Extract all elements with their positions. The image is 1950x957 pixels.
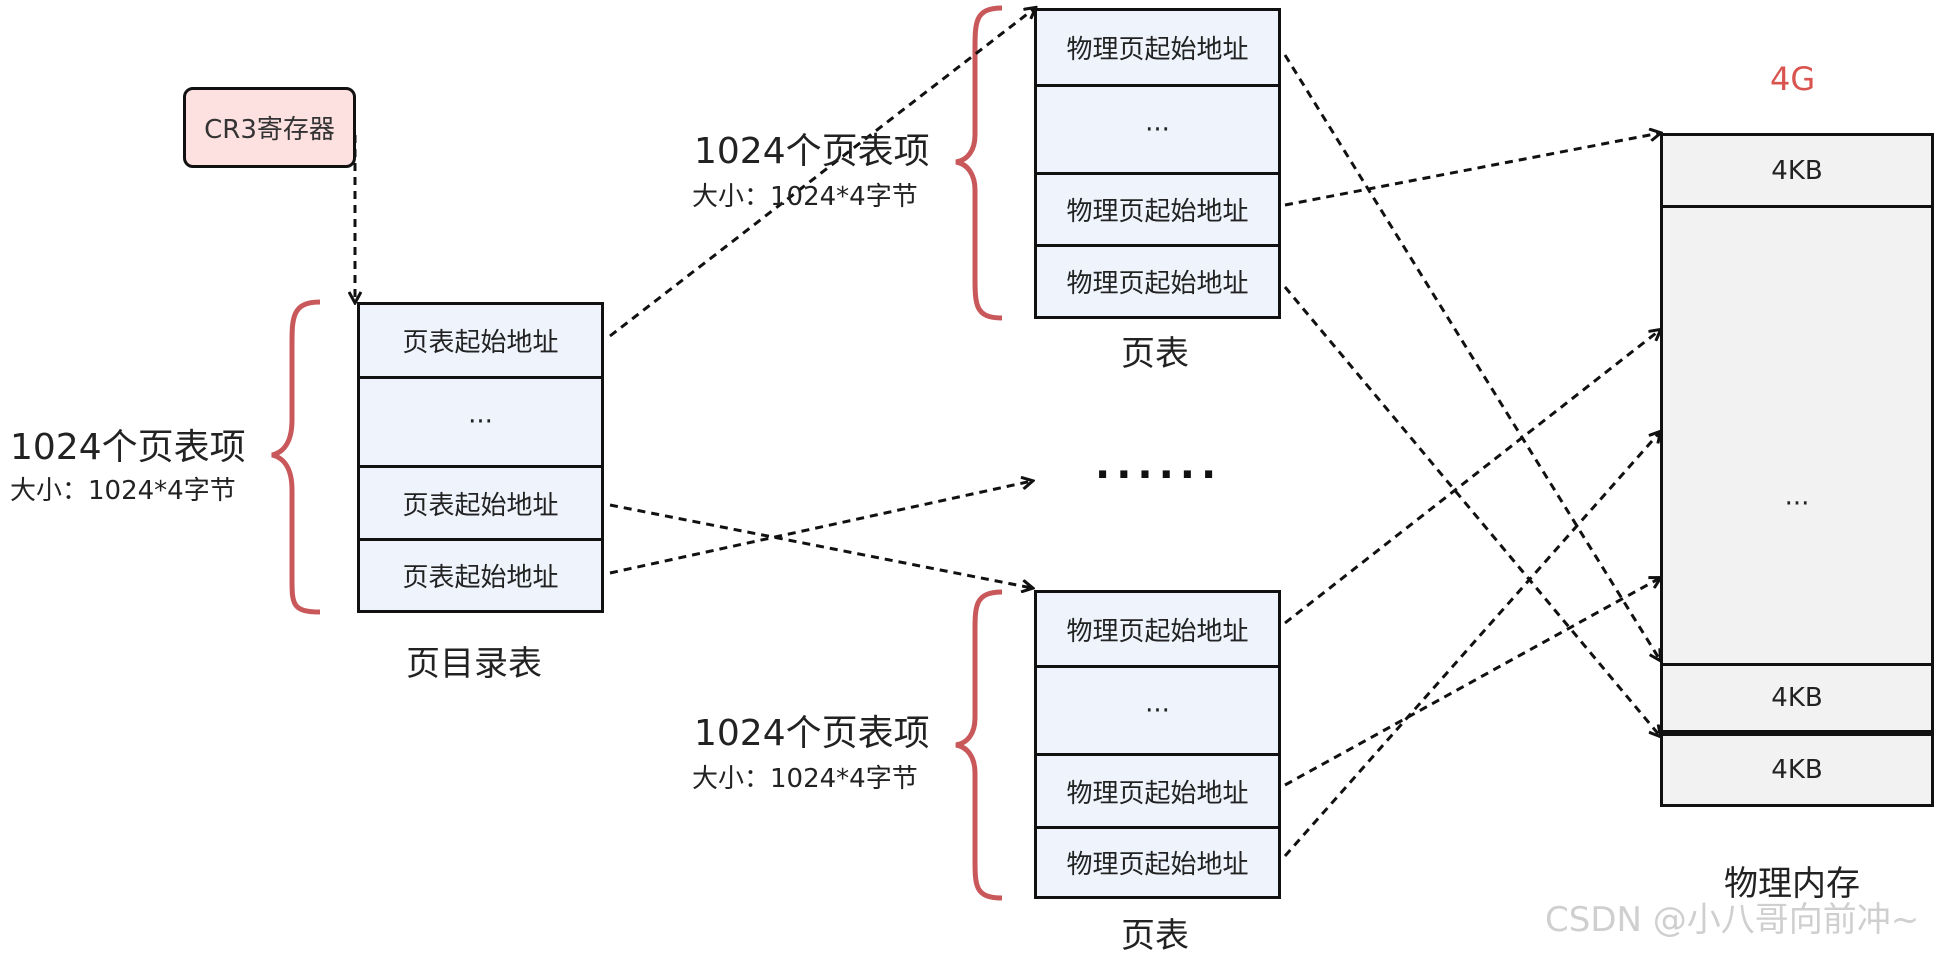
directory-entry: 页表起始地址: [360, 305, 601, 379]
page-directory-size: 大小：1024*4字节: [10, 476, 236, 506]
page-table-bottom-count: 1024个页表项: [694, 713, 930, 754]
memory-block: 4KB: [1663, 666, 1931, 736]
arrow-pt-top-row4: [1283, 286, 1660, 736]
watermark: CSDN @小八哥向前冲~: [1545, 900, 1920, 940]
arrow-dir-to-pt-bottom: [609, 503, 1032, 588]
arrow-dir-to-ellipsis: [609, 481, 1032, 575]
more-page-tables-ellipsis: ······: [1095, 452, 1223, 498]
physical-memory-caption: 物理内存: [1724, 864, 1860, 904]
page-table-entry: 物理页起始地址: [1037, 593, 1278, 668]
arrow-pt-bottom-row1: [1284, 330, 1660, 625]
arrow-pt-bottom-row4: [1283, 432, 1660, 857]
page-table-bottom-size: 大小：1024*4字节: [692, 764, 918, 794]
cr3-register: CR3寄存器: [183, 87, 356, 168]
brace-page-table-top: [955, 5, 1003, 321]
page-table-entry: 物理页起始地址: [1037, 829, 1278, 896]
page-table-entry: 物理页起始地址: [1037, 11, 1278, 87]
page-table-top-count: 1024个页表项: [694, 131, 930, 172]
directory-entry: 页表起始地址: [360, 468, 601, 541]
arrow-pt-bottom-row3: [1284, 578, 1660, 787]
memory-top-label: 4G: [1770, 60, 1816, 98]
page-table-entry-ellipsis: ···: [1037, 87, 1278, 175]
page-table-entry: 物理页起始地址: [1037, 756, 1278, 829]
page-table-entry: 物理页起始地址: [1037, 175, 1278, 247]
page-directory-count: 1024个页表项: [10, 427, 246, 468]
page-table-top-caption: 页表: [1121, 334, 1189, 374]
memory-block: 4KB: [1663, 736, 1931, 804]
page-table-top: 物理页起始地址 ··· 物理页起始地址 物理页起始地址: [1034, 8, 1281, 319]
page-table-top-size: 大小：1024*4字节: [692, 182, 918, 212]
arrow-pt-top-row3: [1284, 133, 1660, 207]
arrow-pt-top-row1: [1283, 54, 1660, 660]
page-table-bottom: 物理页起始地址 ··· 物理页起始地址 物理页起始地址: [1034, 590, 1281, 899]
page-directory-caption: 页目录表: [406, 644, 542, 684]
brace-page-directory: [271, 299, 321, 615]
directory-entry: 页表起始地址: [360, 541, 601, 610]
arrow-dir-to-pt-top: [609, 8, 1035, 338]
directory-entry-ellipsis: ···: [360, 379, 601, 468]
page-directory-table: 页表起始地址 ··· 页表起始地址 页表起始地址: [357, 302, 604, 613]
brace-page-table-bottom: [955, 589, 1003, 901]
page-table-entry-ellipsis: ···: [1037, 668, 1278, 756]
page-table-bottom-caption: 页表: [1121, 916, 1189, 956]
page-table-entry: 物理页起始地址: [1037, 247, 1278, 316]
memory-block: 4KB: [1663, 136, 1931, 208]
physical-memory-lower: 4KB 4KB: [1660, 663, 1934, 807]
